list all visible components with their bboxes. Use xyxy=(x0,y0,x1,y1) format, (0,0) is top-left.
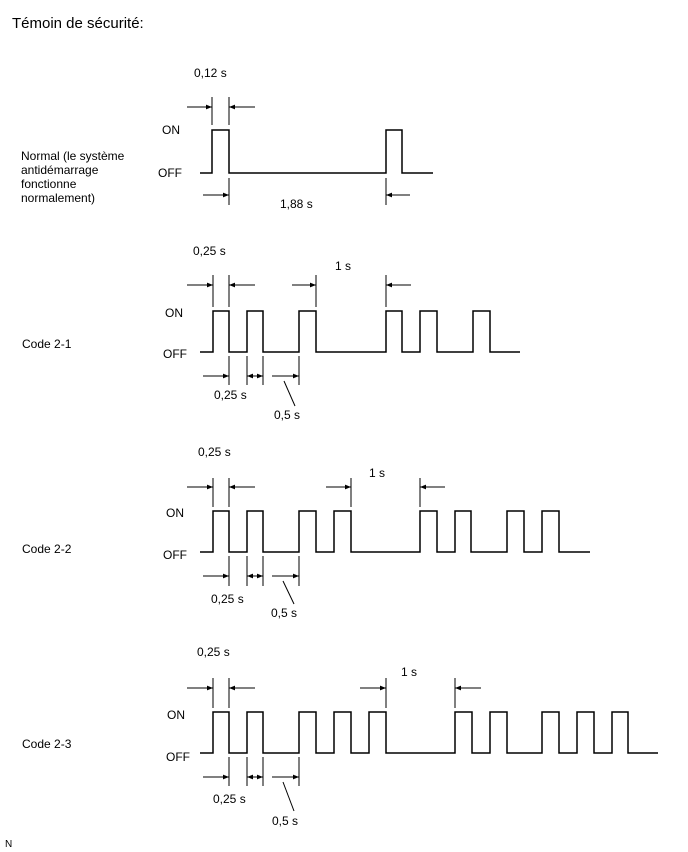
code23-off-time-label: 0,25 s xyxy=(213,792,246,806)
normal-row-label-line4: normalement) xyxy=(21,191,96,205)
normal-waveform xyxy=(200,129,433,174)
footer-mark: N xyxy=(5,839,13,850)
normal-row-label-line2: antidémarrage xyxy=(21,163,99,177)
normal-row-label-line3: fonctionne xyxy=(21,177,77,191)
code23-gap-label: 1 s xyxy=(401,665,418,679)
code23-off-label: OFF xyxy=(166,750,190,764)
code21-gap-label: 1 s xyxy=(335,259,352,273)
code23-pulse-width-label: 0,25 s xyxy=(197,645,230,659)
code21-on-label: ON xyxy=(165,306,183,320)
code21-off-time-label: 0,25 s xyxy=(214,388,247,402)
normal-period-label: 1,88 s xyxy=(280,197,313,211)
code22-pulse-width-label: 0,25 s xyxy=(198,445,231,459)
code21-pulse-width-label: 0,25 s xyxy=(193,244,226,258)
code21-row-label: Code 2-1 xyxy=(22,337,72,351)
code23-waveform xyxy=(200,711,658,754)
code22-waveform xyxy=(200,510,590,553)
code23-on-label: ON xyxy=(167,708,185,722)
code22-row-label: Code 2-2 xyxy=(22,542,72,556)
normal-row-label-line1: Normal (le système xyxy=(21,149,125,163)
page-title: Témoin de sécurité: xyxy=(12,15,144,32)
code22-gap-label: 1 s xyxy=(369,466,386,480)
code21-pause-label: 0,5 s xyxy=(274,408,301,422)
code22-off-label: OFF xyxy=(163,548,187,562)
normal-on-label: ON xyxy=(162,123,180,137)
normal-off-label: OFF xyxy=(158,166,182,180)
code21-off-label: OFF xyxy=(163,347,187,361)
normal-pulse-width-label: 0,12 s xyxy=(194,66,227,80)
code22-pause-label: 0,5 s xyxy=(271,606,298,620)
code22-on-label: ON xyxy=(166,506,184,520)
code23-row-label: Code 2-3 xyxy=(22,737,72,751)
code21-waveform xyxy=(200,310,520,353)
code23-pause-label: 0,5 s xyxy=(272,814,299,828)
code22-off-time-label: 0,25 s xyxy=(211,592,244,606)
